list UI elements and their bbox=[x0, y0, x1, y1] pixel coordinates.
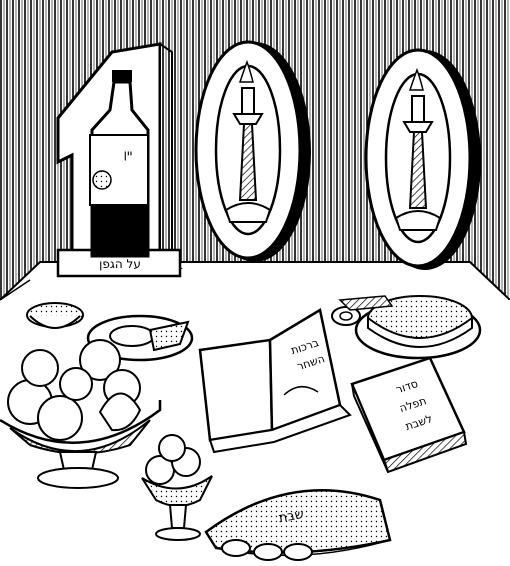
bottle-label: יין bbox=[124, 147, 133, 161]
candlestick-right bbox=[394, 67, 442, 231]
closed-siddur: סדור תפלה לשבת bbox=[350, 356, 468, 474]
open-prayer-book: ברכות השחר bbox=[198, 308, 352, 454]
wine-bottle: יין bbox=[89, 70, 150, 258]
candlestick-left bbox=[224, 59, 272, 223]
fruit-bowl bbox=[0, 339, 162, 489]
numeral-zero-right bbox=[364, 48, 481, 270]
olive-bowl bbox=[26, 302, 84, 329]
goblet-with-eggs bbox=[141, 434, 213, 541]
challah-cover-label: שבת bbox=[278, 507, 306, 526]
pie-platter bbox=[354, 295, 482, 360]
blessing-plaque-label: על הגפן bbox=[99, 257, 141, 271]
challah-under-cover: שבת bbox=[204, 489, 392, 561]
rolled-pastry bbox=[331, 295, 394, 326]
